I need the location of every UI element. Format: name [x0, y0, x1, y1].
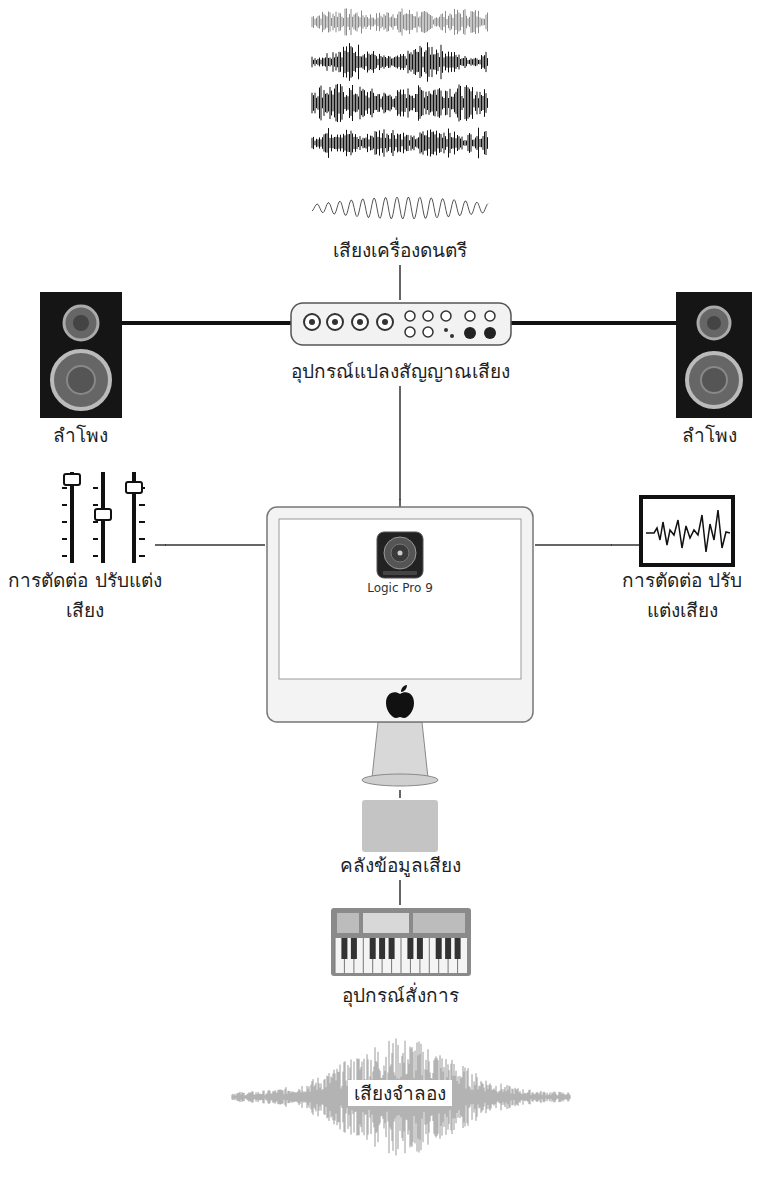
- black-key: [417, 938, 423, 959]
- wire: [155, 544, 166, 546]
- node-label: ลำโพง: [682, 420, 737, 450]
- controller-keyboard: อุปกรณ์สั่งการ: [320, 905, 480, 1010]
- black-key: [379, 938, 385, 959]
- black-key: [445, 938, 451, 959]
- cable: [122, 321, 131, 325]
- waveform: [312, 84, 488, 122]
- node-label: ลำโพง: [53, 420, 108, 450]
- waveform-box-icon: [641, 497, 733, 565]
- speaker-icon: [676, 292, 752, 418]
- black-key: [389, 938, 395, 959]
- cable: [664, 321, 677, 325]
- node-label: การตัดต่อ ปรับแต่งเสียง: [5, 565, 165, 625]
- speaker-cable: [530, 321, 665, 325]
- key-line: [363, 938, 364, 973]
- connector: [535, 544, 612, 546]
- audio-interface: อุปกรณ์แปลงสัญญาณเสียง: [270, 300, 530, 386]
- waveform: [312, 42, 488, 81]
- library-box-icon: [362, 800, 438, 852]
- sound-label: เสียงจำลอง: [348, 1080, 452, 1106]
- connector: [399, 880, 401, 905]
- black-key: [455, 938, 461, 959]
- waveform: [312, 8, 488, 35]
- wire: [399, 499, 401, 507]
- node-label: อุปกรณ์แปลงสัญญาณเสียง: [291, 356, 510, 386]
- connector: [399, 386, 401, 500]
- connector: [399, 265, 401, 300]
- sound-library: คลังข้อมูลเสียง: [320, 798, 480, 880]
- key-line: [429, 938, 430, 973]
- waveform: [312, 128, 488, 159]
- black-key: [351, 938, 357, 959]
- computer-icon: [267, 507, 533, 786]
- waveform: [312, 197, 488, 219]
- cable: [510, 321, 532, 325]
- keyboard-icon: [331, 908, 471, 976]
- node-label: คลังข้อมูลเสียง: [340, 850, 461, 880]
- black-key: [436, 938, 442, 959]
- computer: Logic Pro 9: [265, 500, 535, 790]
- waveform-art: [232, 8, 570, 1155]
- connector: [165, 544, 265, 546]
- editing-mixer: การตัดต่อ ปรับแต่งเสียง: [5, 465, 165, 625]
- cable: [269, 321, 292, 325]
- wire: [611, 544, 641, 546]
- speaker: ลำโพง: [665, 290, 753, 450]
- mixer-icon: [62, 472, 145, 563]
- connector: [399, 790, 401, 798]
- black-key: [370, 938, 376, 959]
- black-key: [341, 938, 347, 959]
- node-label: เสียงเครื่องดนตรี: [333, 235, 467, 265]
- node-label: อุปกรณ์สั่งการ: [342, 980, 459, 1010]
- speaker-cable: [130, 321, 270, 325]
- black-key: [407, 938, 413, 959]
- instrument-sound: เสียงเครื่องดนตรี: [300, 0, 500, 265]
- speaker: ลำโพง: [30, 290, 130, 450]
- waveform: [232, 1039, 570, 1156]
- key-line: [335, 938, 336, 973]
- node-label: การตัดต่อ ปรับแต่งเสียง: [612, 565, 752, 625]
- speaker-icon: [40, 292, 122, 418]
- screen-label: Logic Pro 9: [367, 580, 433, 596]
- key-line: [401, 938, 402, 973]
- audio-interface-icon: [291, 303, 511, 345]
- editing-waveform: การตัดต่อ ปรับแต่งเสียง: [612, 490, 752, 625]
